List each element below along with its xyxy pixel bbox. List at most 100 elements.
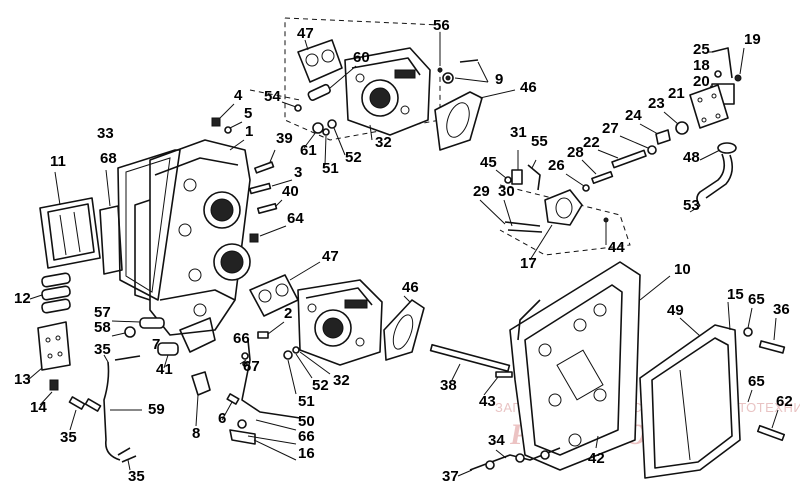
part-number-55: 55	[531, 133, 548, 150]
part-number-21: 21	[668, 85, 685, 102]
part-number-61: 61	[300, 142, 317, 159]
part-number-10: 10	[674, 261, 691, 278]
part-number-24: 24	[625, 107, 642, 124]
part-number-4: 4	[234, 87, 243, 104]
part-number-58: 58	[94, 319, 111, 336]
gasket-47-upper	[297, 39, 343, 83]
small-parts-57-58-7-41	[111, 317, 216, 369]
part-number-11: 11	[50, 153, 66, 170]
exhaust-outer-cover-49	[639, 301, 741, 479]
part-number-54: 54	[264, 88, 281, 105]
part-number-64: 64	[287, 210, 304, 227]
part-number-65: 65	[748, 291, 765, 308]
reed-stack-12	[29, 272, 71, 314]
part-number-39: 39	[276, 130, 293, 147]
plate-13	[27, 321, 71, 381]
part-number-6: 6	[218, 410, 226, 427]
part-number-26: 26	[548, 157, 565, 174]
gasket-47-lower	[249, 261, 321, 317]
part-number-34: 34	[488, 432, 505, 449]
part-number-43: 43	[479, 393, 496, 410]
gasket-68	[99, 169, 123, 275]
part-number-65: 65	[748, 373, 765, 390]
part-number-62: 62	[776, 393, 793, 410]
part-number-31: 31	[510, 124, 527, 141]
part-number-47: 47	[322, 248, 339, 265]
part-number-1: 1	[245, 123, 253, 140]
part-number-50: 50	[298, 413, 315, 430]
part-number-17: 17	[520, 255, 537, 272]
part-number-12: 12	[14, 290, 31, 307]
choke-solenoid-group	[479, 150, 609, 261]
part-number-40: 40	[282, 183, 299, 200]
part-number-45: 45	[480, 154, 497, 171]
reed-plate-11	[39, 171, 101, 269]
part-number-56: 56	[433, 17, 450, 34]
part-number-44: 44	[608, 239, 625, 256]
part-number-52: 52	[345, 149, 362, 166]
part-number-38: 38	[440, 377, 457, 394]
part-number-14: 14	[30, 399, 47, 416]
exhaust-cover-10	[509, 261, 671, 471]
part-number-35: 35	[128, 468, 145, 485]
part-number-33: 33	[97, 125, 114, 142]
part-number-49: 49	[667, 302, 684, 319]
part-number-20: 20	[693, 73, 710, 90]
part-number-51: 51	[298, 393, 315, 410]
part-number-42: 42	[588, 450, 605, 467]
part-number-51: 51	[322, 160, 339, 177]
gasket-33	[117, 149, 181, 301]
part-number-29: 29	[473, 183, 490, 200]
part-number-9: 9	[495, 71, 503, 88]
upper-carburetor	[344, 47, 431, 141]
part-number-52: 52	[312, 377, 329, 394]
small-parts-upper-carb	[281, 36, 489, 166]
part-number-35: 35	[94, 341, 111, 358]
part-number-32: 32	[333, 372, 350, 389]
cover-bolts	[743, 307, 786, 442]
part-number-7: 7	[152, 336, 160, 353]
part-number-27: 27	[602, 120, 619, 137]
part-number-66: 66	[233, 330, 250, 347]
part-number-48: 48	[683, 149, 700, 166]
gasket-46-upper	[434, 89, 516, 151]
bolts-left-block	[211, 103, 293, 243]
part-number-35: 35	[60, 429, 77, 446]
part-number-66: 66	[298, 428, 315, 445]
gasket-46-lower	[383, 295, 425, 361]
part-number-3: 3	[294, 164, 302, 181]
rod-38-43	[429, 343, 513, 396]
part-number-19: 19	[744, 31, 761, 48]
part-number-41: 41	[156, 361, 173, 378]
part-number-32: 32	[375, 134, 392, 151]
lower-carburetor	[297, 279, 383, 366]
cylinder-block	[134, 139, 251, 336]
part-number-59: 59	[148, 401, 165, 418]
part-number-23: 23	[648, 95, 665, 112]
part-number-13: 13	[14, 371, 31, 388]
part-number-53: 53	[683, 197, 700, 214]
part-number-37: 37	[442, 468, 459, 485]
part-number-60: 60	[353, 49, 370, 66]
part-number-47: 47	[297, 25, 314, 42]
part-number-2: 2	[284, 305, 292, 322]
part-number-57: 57	[94, 304, 111, 321]
part-number-36: 36	[773, 301, 790, 318]
linkage-parts-lower	[191, 321, 331, 461]
part-number-16: 16	[298, 445, 315, 462]
part-number-28: 28	[567, 144, 584, 161]
part-number-25: 25	[693, 41, 710, 58]
fuel-pump-group	[565, 47, 745, 213]
part-number-5: 5	[244, 105, 252, 122]
part-number-46: 46	[520, 79, 537, 96]
part-number-68: 68	[100, 150, 117, 167]
part-number-8: 8	[192, 425, 200, 442]
fitting-14	[39, 379, 59, 406]
linkage-34-37-42	[457, 435, 599, 477]
part-number-30: 30	[498, 183, 515, 200]
part-number-15: 15	[727, 286, 744, 303]
part-number-67: 67	[243, 358, 260, 375]
part-number-46: 46	[402, 279, 419, 296]
